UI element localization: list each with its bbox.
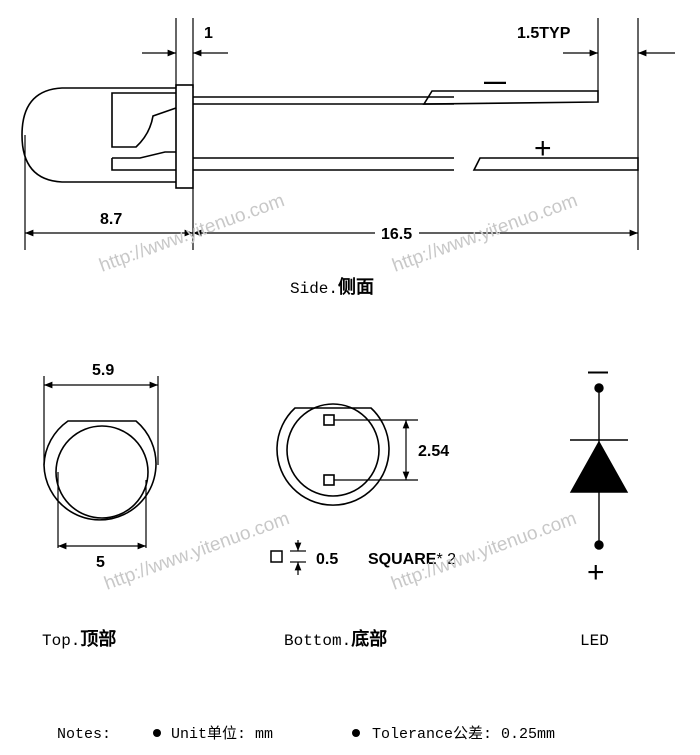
led-plus: +	[587, 556, 605, 589]
bottom-body	[286, 403, 380, 497]
bottom-caption: Bottom.底部	[284, 628, 387, 650]
square-pad-symbol	[270, 550, 283, 563]
dim-body-length: 8.7	[100, 211, 122, 228]
led-caption: LED	[580, 632, 609, 650]
dim-typ: 1.5TYP	[517, 25, 571, 42]
top-caption: Top.顶部	[42, 628, 116, 650]
dim-lead-gap: 1	[204, 25, 213, 42]
top-view	[43, 376, 159, 548]
anode-dot	[594, 540, 604, 550]
dim-lead-length: 16.5	[381, 226, 412, 243]
bottom-view	[276, 403, 418, 506]
notes-tolerance: Tolerance公差: 0.25mm	[372, 724, 555, 743]
bottom-flange-outline	[276, 407, 390, 506]
top-extension-lines	[43, 376, 159, 548]
notes-bullet-tolerance	[352, 729, 360, 737]
plus-sign-side: +	[534, 132, 552, 165]
internal-frame	[111, 92, 177, 148]
dim-square-size: 0.5	[316, 551, 338, 568]
dim-pin-pitch: 2.54	[418, 443, 449, 460]
dim-inner-diameter: 5	[96, 554, 105, 571]
top-lens	[55, 425, 149, 519]
led-body-outline	[21, 87, 176, 183]
notes-bullet-unit	[153, 729, 161, 737]
lead-lower	[111, 151, 454, 171]
led-minus: —	[588, 361, 608, 383]
watermark-3: http://www.yitenuo.com	[102, 508, 293, 595]
lead-upper	[193, 96, 454, 105]
notes: Notes: Unit单位: mm Tolerance公差: 0.25mm	[57, 724, 555, 743]
pin-square-bottom	[323, 474, 335, 486]
side-caption: Side.侧面	[290, 277, 374, 298]
lead-upper-end	[422, 90, 599, 105]
lead-lower-end	[472, 157, 639, 171]
notes-label: Notes:	[57, 726, 111, 743]
square-note: SQUARE* 2	[368, 551, 456, 568]
led-symbol	[569, 383, 629, 550]
notes-unit: Unit单位: mm	[171, 724, 273, 743]
diode-triangle	[569, 440, 629, 493]
watermarks: http://www.yitenuo.com http://www.yitenu…	[97, 190, 581, 595]
top-flange-outline	[43, 420, 157, 521]
pin-square-top	[323, 414, 335, 426]
led-flange	[175, 84, 194, 189]
cathode-dot	[594, 383, 604, 393]
dim-outer-diameter: 5.9	[92, 362, 114, 379]
minus-sign-side: —	[484, 69, 506, 94]
